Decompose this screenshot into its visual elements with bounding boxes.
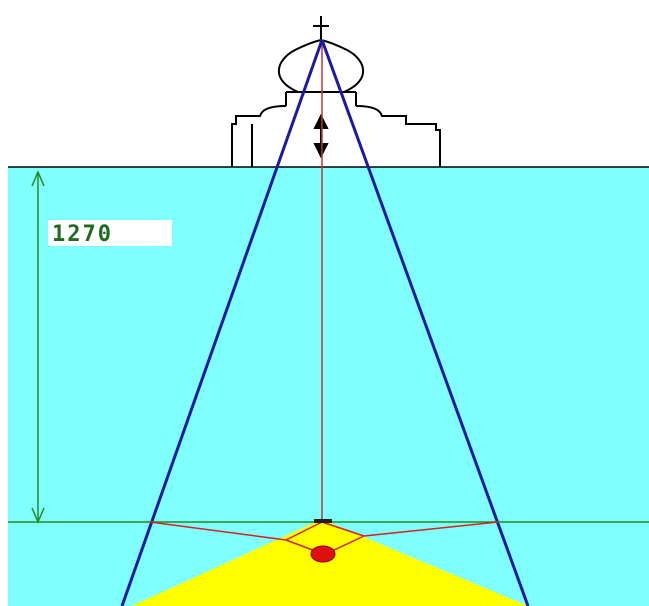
red-dot-icon <box>310 545 336 563</box>
church-right-wing <box>355 105 441 167</box>
cone-right-line <box>320 39 530 606</box>
eye-marker <box>314 519 332 523</box>
church <box>231 16 441 167</box>
depth-arrow-top <box>31 170 45 187</box>
red-reflection-lines <box>149 521 499 553</box>
depth-label: 1270 <box>52 222 113 247</box>
cone-left-line <box>120 39 324 606</box>
depth-label-background <box>48 220 172 246</box>
up-down-arrow-icon <box>313 113 329 159</box>
sky-area <box>0 0 649 167</box>
church-drum <box>285 91 357 106</box>
church-left-wing <box>231 105 287 167</box>
yellow-fan <box>132 522 528 606</box>
